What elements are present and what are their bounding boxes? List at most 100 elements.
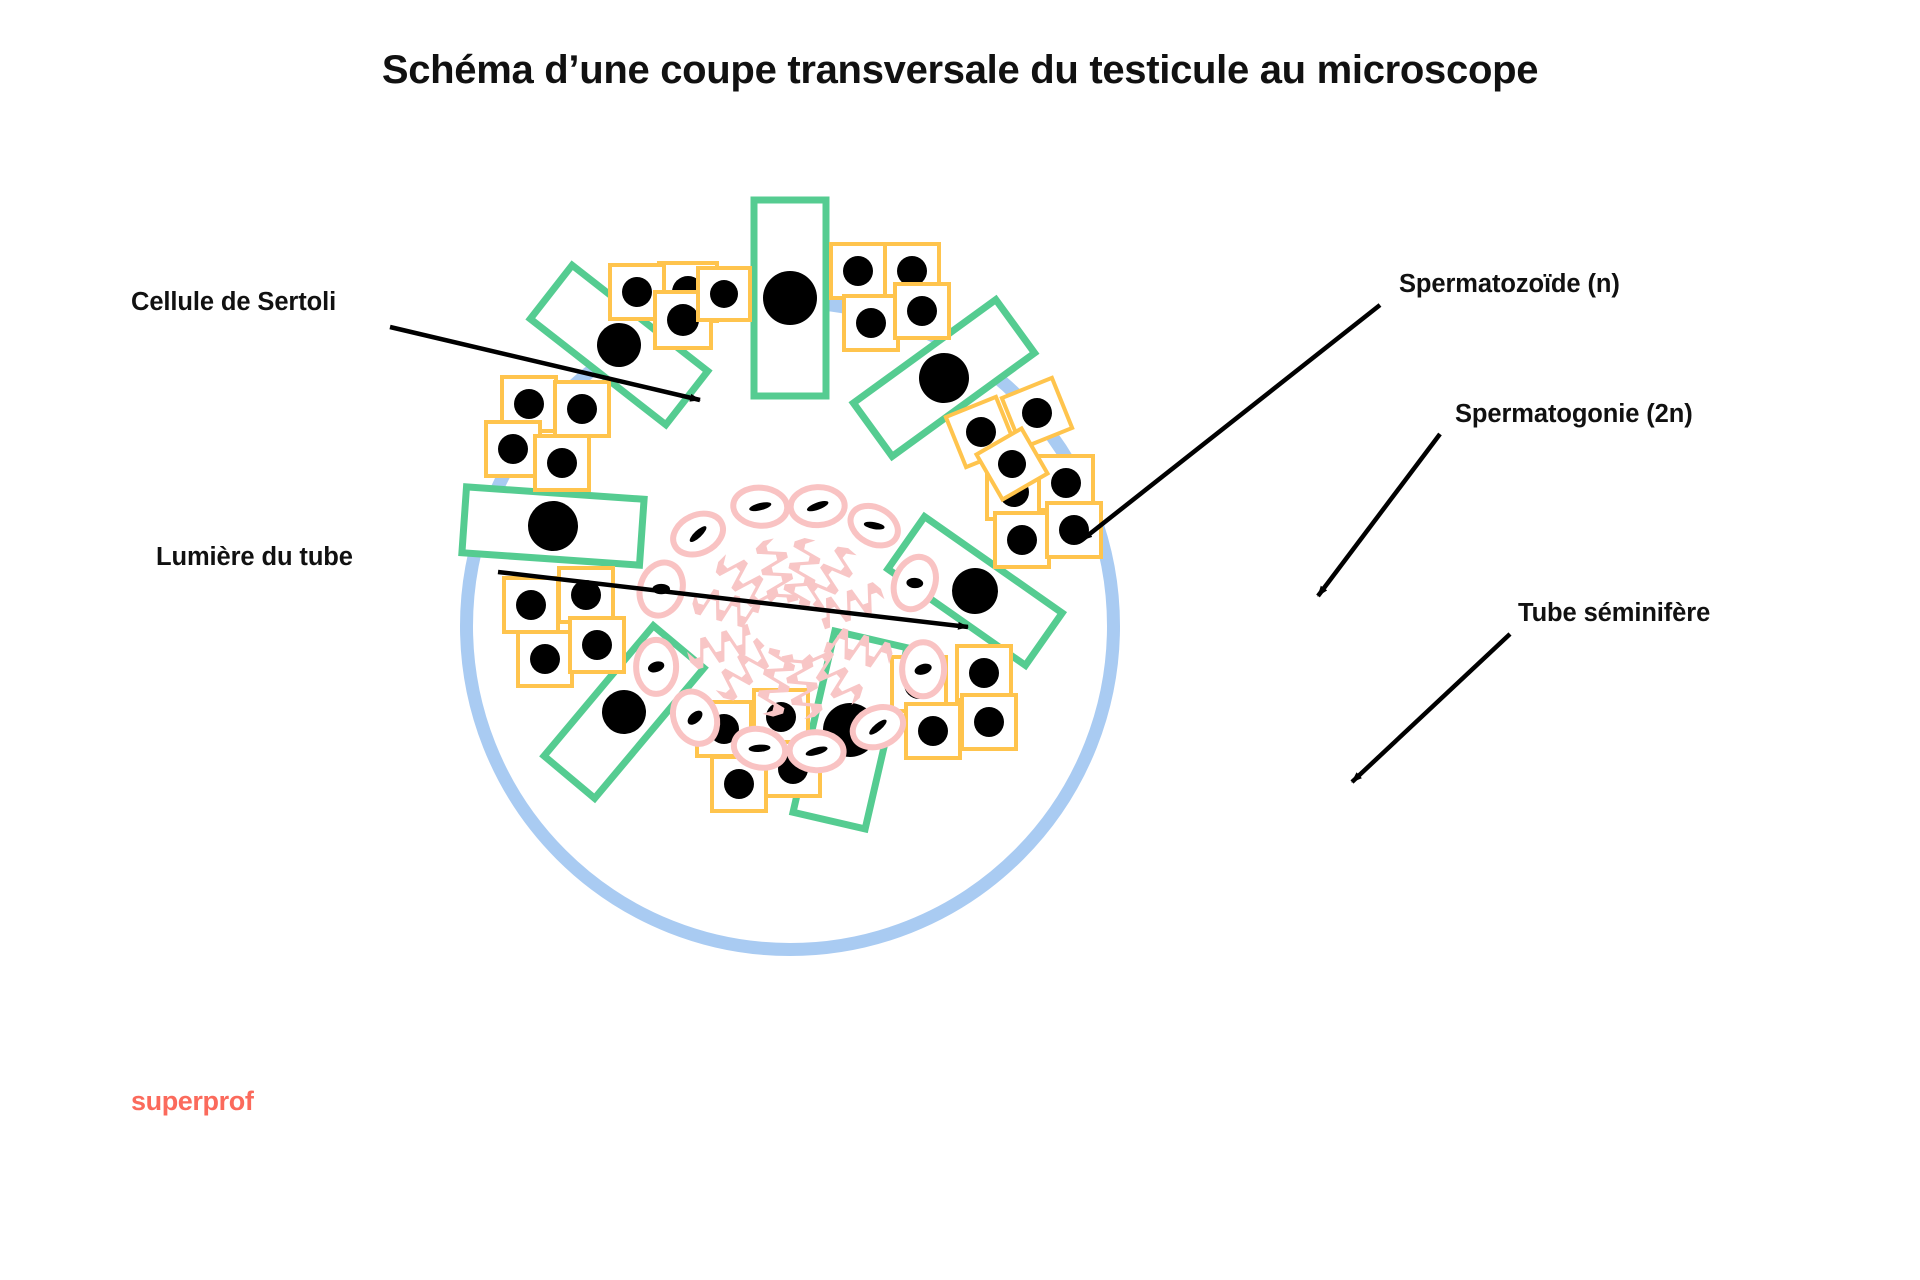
spermatozoid-head: [786, 729, 847, 774]
spermatogonia-nucleus: [547, 448, 577, 478]
label-lumiere-du-tube: Lumière du tube: [156, 543, 353, 571]
spermatozoid-nucleus: [906, 577, 924, 589]
sertoli-nucleus: [763, 271, 817, 325]
spermatozoid-nucleus: [863, 521, 885, 530]
annotation-arrows: [389, 303, 1512, 784]
spermatozoid-head: [669, 688, 721, 747]
sertoli-cell: [458, 483, 648, 569]
spermatogonia-cell: [955, 644, 1013, 702]
spermatogonia-nucleus: [1007, 525, 1037, 555]
spermatozoid-tail: [805, 546, 857, 612]
spermatozoid-head: [899, 639, 948, 700]
spermatogonia-cell: [904, 702, 962, 760]
spermatozoid-tail-path: [805, 546, 857, 612]
sertoli-nucleus: [602, 690, 646, 734]
spermatogonia-nucleus: [567, 394, 597, 424]
spermatozoid-head: [670, 510, 726, 558]
spermatozoid-tail-path: [757, 647, 796, 717]
spermatozoid-nucleus: [647, 661, 665, 673]
spermatogonia-nucleus: [530, 644, 560, 674]
label-cellule-de-sertoli: Cellule de Sertoli: [131, 288, 337, 316]
spermatogonia-cell: [484, 420, 542, 478]
spermatozoid-head: [787, 484, 848, 529]
spermatozoid: [730, 484, 799, 603]
spermatozoid-tail: [821, 582, 885, 630]
spermatozoid-tail-path: [687, 623, 751, 670]
label-spermatozoide: Spermatozoïde (n): [1399, 270, 1620, 298]
spermatogonia-nucleus: [856, 308, 886, 338]
spermatozoid-tail: [757, 647, 796, 717]
spermatozoid-nucleus: [689, 526, 707, 542]
seminiferous-tubule-group: [458, 196, 1120, 956]
spermatogonia-cell-body: [960, 693, 1018, 751]
spermatogonia-nucleus: [998, 450, 1026, 478]
spermatozoid-tail-path: [801, 650, 863, 706]
spermatogonia-nucleus: [516, 590, 546, 620]
spermatozoid: [633, 623, 751, 697]
spermatozoid-head: [730, 484, 791, 529]
spermatozoid: [670, 510, 780, 608]
spermatogonia-nucleus: [918, 716, 948, 746]
spermatozoid-head: [633, 636, 680, 697]
spermatozoid: [823, 627, 948, 700]
sertoli-cell: [848, 294, 1040, 462]
spermatozoid-tail-path: [823, 627, 893, 668]
spermatozoid-tail-path: [715, 554, 780, 608]
spermatogonia-cell: [568, 616, 626, 674]
spermatogonia-cell: [502, 576, 560, 634]
spermatogonia-cell: [553, 380, 611, 438]
spermatogonia-cell: [893, 282, 951, 340]
spermatogonia-cell: [557, 566, 615, 624]
spermatozoid-tail-path: [715, 637, 770, 701]
leader-arrow-spermatogonie: [1316, 432, 1442, 598]
spermatozoid-tail-path: [781, 654, 823, 720]
spermatozoid-head: [849, 704, 907, 751]
label-spermatogonie: Spermatogonie (2n): [1455, 400, 1693, 428]
spermatozoid-tail: [715, 554, 780, 608]
spermatozoid-nucleus: [687, 710, 703, 725]
spermatozoid-tail-path: [755, 538, 799, 603]
spermatozoid: [730, 647, 796, 771]
sertoli-nucleus: [528, 501, 578, 551]
spermatozoid-tail-path: [783, 538, 821, 607]
spermatozoid-nucleus: [806, 500, 829, 512]
spermatogonia-nucleus: [1022, 398, 1052, 428]
spermatozoid-tail: [801, 650, 863, 706]
spermatogonia-cell: [993, 511, 1051, 569]
spermatogonia-nucleus: [724, 769, 754, 799]
leader-arrow-spermatozoide: [1080, 303, 1382, 542]
spermatozoid-tail: [783, 538, 821, 607]
leader-arrow-tube-seminifere: [1350, 632, 1512, 784]
leader-arrow-cellule-de-sertoli: [389, 324, 701, 403]
spermatozoid: [821, 553, 939, 630]
spermatozoid-tail-path: [821, 582, 885, 630]
spermatozoid-head: [890, 553, 939, 613]
spermatogonia-nucleus: [667, 304, 699, 336]
spermatogonia-nucleus: [974, 707, 1004, 737]
spermatozoid-head: [847, 502, 901, 549]
spermatozoid: [783, 484, 848, 607]
spermatozoid-nucleus: [749, 502, 772, 512]
spermatogonia-nucleus: [897, 256, 927, 286]
spermatogonia-nucleus: [710, 280, 738, 308]
spermatogonia-nucleus: [969, 658, 999, 688]
sertoli-nucleus: [952, 568, 998, 614]
sertoli-nucleus: [597, 323, 641, 367]
spermatogonia-nucleus: [966, 417, 996, 447]
sertoli-nucleus: [919, 353, 969, 403]
spermatogonia-nucleus: [514, 389, 544, 419]
superprof-logo: superprof: [131, 1086, 254, 1116]
spermatogonia-cell: [533, 434, 591, 492]
spermatozoid-tail: [781, 654, 823, 720]
label-tube-seminifere: Tube séminifère: [1518, 599, 1711, 627]
spermatogonia-cell: [516, 630, 574, 688]
page-title: Schéma d’une coupe transversale du testi…: [381, 48, 1539, 92]
spermatozoid: [801, 650, 907, 751]
sertoli-cell: [750, 196, 830, 400]
spermatogonia-cell: [842, 294, 900, 352]
spermatogonia-cell: [973, 425, 1051, 503]
spermatogonia-nucleus: [571, 580, 601, 610]
spermatozoid-head: [730, 725, 789, 771]
